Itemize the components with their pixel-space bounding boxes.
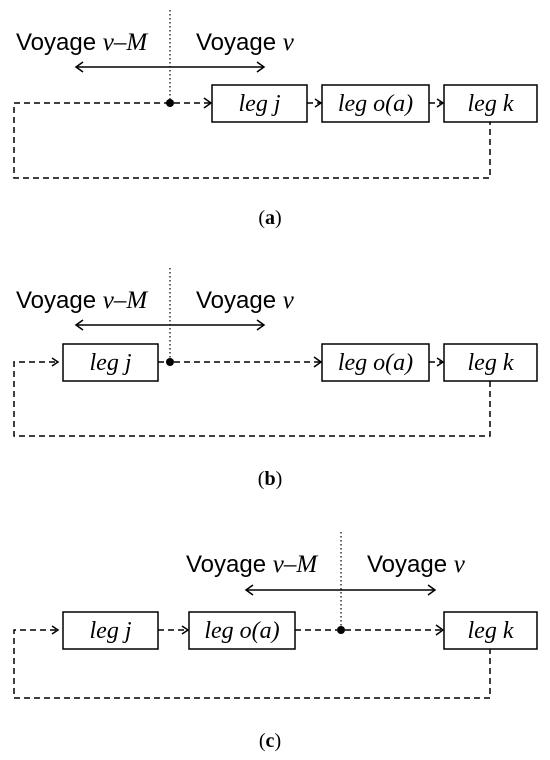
leg-j-label: leg j [239,91,281,117]
leg-k-label: leg k [468,618,514,644]
leg-oa-label: leg o(a) [204,618,279,644]
leg-j-box: leg j [62,343,159,382]
voyage-boundary-dot [166,99,174,107]
voyage-span-arrow [244,584,437,596]
leg-k-box: leg k [443,84,538,123]
leg-j-label: leg j [90,350,132,376]
voyage-v-minus-m-label: Voyage v–M [186,551,318,578]
leg-oa-label: leg o(a) [338,91,413,117]
cycle-connector [13,357,491,437]
voyage-boundary-dot [337,626,345,634]
leg-k-label: leg k [468,350,514,376]
leg-oa-box: leg o(a) [321,84,430,123]
voyage-v-minus-m-label: Voyage v–M [16,29,148,56]
leg-oa-label: leg o(a) [338,350,413,376]
leg-j-box: leg j [62,611,159,650]
leg-k-box: leg k [443,343,538,382]
panel-b: Voyage v–M Voyage v leg j leg o(a) [13,268,538,490]
panel-a: Voyage v–M Voyage v leg j leg o( [13,10,538,229]
cycle-connector [13,625,491,699]
voyage-v-label: Voyage v [367,551,466,578]
leg-oa-box: leg o(a) [321,343,430,382]
voyage-span-arrow [74,61,266,73]
dashed-arrow [158,625,190,635]
leg-oa-box: leg o(a) [188,611,296,650]
leg-k-label: leg k [468,91,514,117]
dashed-arrow [174,97,213,109]
voyage-v-label: Voyage v [196,287,295,314]
leg-j-label: leg j [90,618,132,644]
caption-a: (a) [258,207,281,229]
cycle-connector [13,102,491,179]
voyage-v-label: Voyage v [196,29,295,56]
dashed-arrow [429,98,445,108]
leg-j-box: leg j [211,84,308,123]
voyage-v-minus-m-label: Voyage v–M [16,287,148,314]
dashed-arrow [307,98,323,108]
voyage-span-arrow [74,319,266,331]
dashed-arrow [345,624,445,636]
caption-b: (b) [258,468,282,490]
caption-c: (c) [259,730,281,752]
panel-c: Voyage v–M Voyage v leg j leg o(a) [13,532,538,752]
voyage-boundary-dot [166,358,174,366]
leg-k-box: leg k [443,611,538,650]
dashed-arrow [429,357,445,367]
dashed-arrow [174,356,323,368]
